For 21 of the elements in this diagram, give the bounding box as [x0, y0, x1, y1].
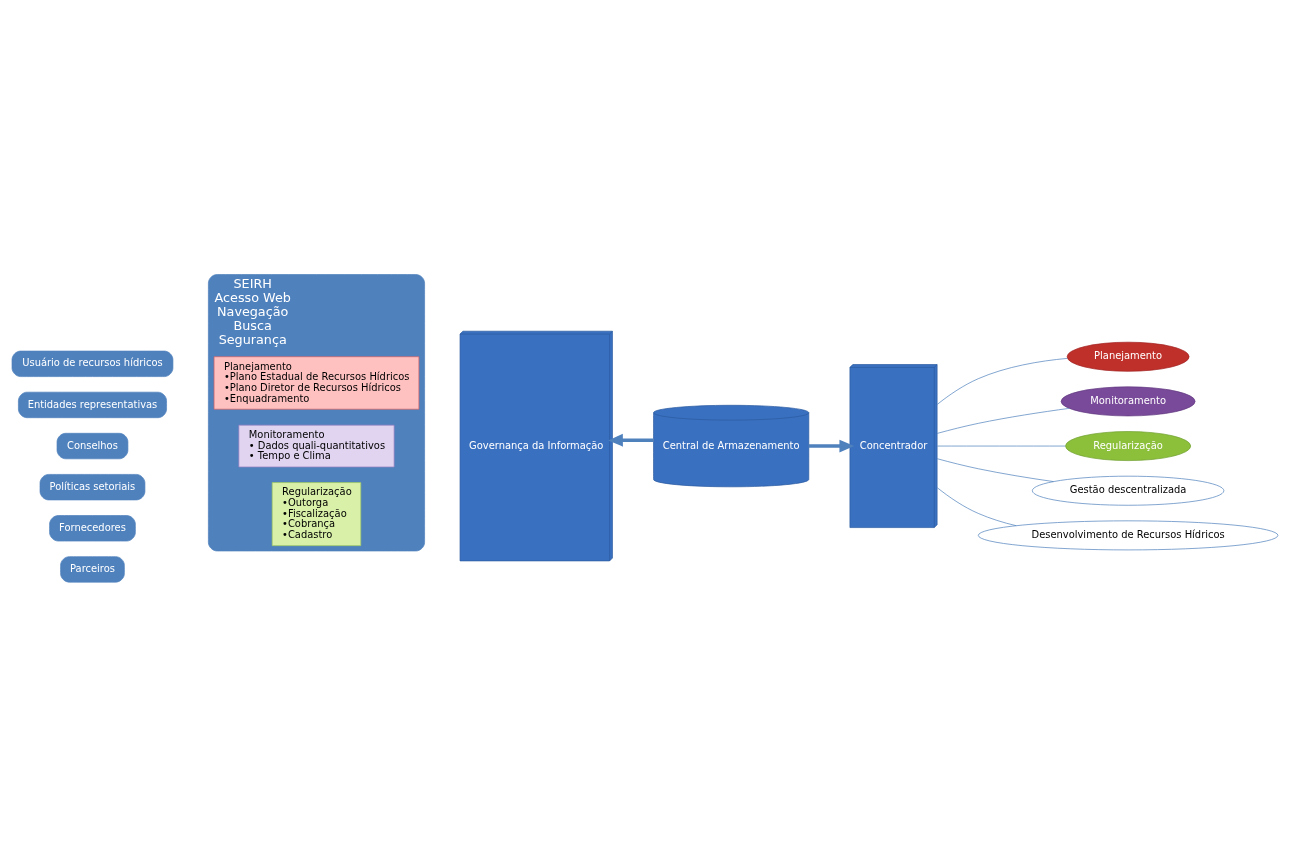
node-ellipse: Desenvolvimento de Recursos Hídricos: [977, 520, 1279, 551]
arrow: [808, 439, 855, 453]
node-ellipse: Regularização: [1065, 431, 1192, 461]
node-ellipse: Monitoramento: [1060, 386, 1196, 417]
connector: [936, 487, 1017, 527]
node-box: Conselhos: [56, 432, 129, 460]
connector: [936, 445, 1066, 447]
node-ellipse: Gestão descentralizada: [1031, 475, 1225, 506]
arrow: [608, 433, 654, 447]
node-box: Fornecedores: [49, 515, 136, 542]
connector: [936, 408, 1070, 434]
connector: [936, 358, 1068, 405]
node-box: Usuário de recursos hídricos: [11, 350, 174, 377]
node-ellipse: Planejamento: [1066, 341, 1190, 372]
connector: [936, 458, 1054, 482]
node-box: Políticas setoriais: [39, 474, 146, 501]
node-box: Parceiros: [60, 556, 125, 583]
node-box: Monitoramento • Dados quali-quantitativos • Tempo e Clima: [238, 424, 395, 468]
node-box: Planejamento •Plano Estadual de Recursos Hídricos •Plano Diretor de Recursos Hídricos •Enquadramento: [213, 356, 420, 410]
node-box: Regularização •Outorga •Fiscalização •Cobrança •Cadastro: [271, 482, 362, 546]
node-box: Entidades representativas: [18, 391, 167, 419]
